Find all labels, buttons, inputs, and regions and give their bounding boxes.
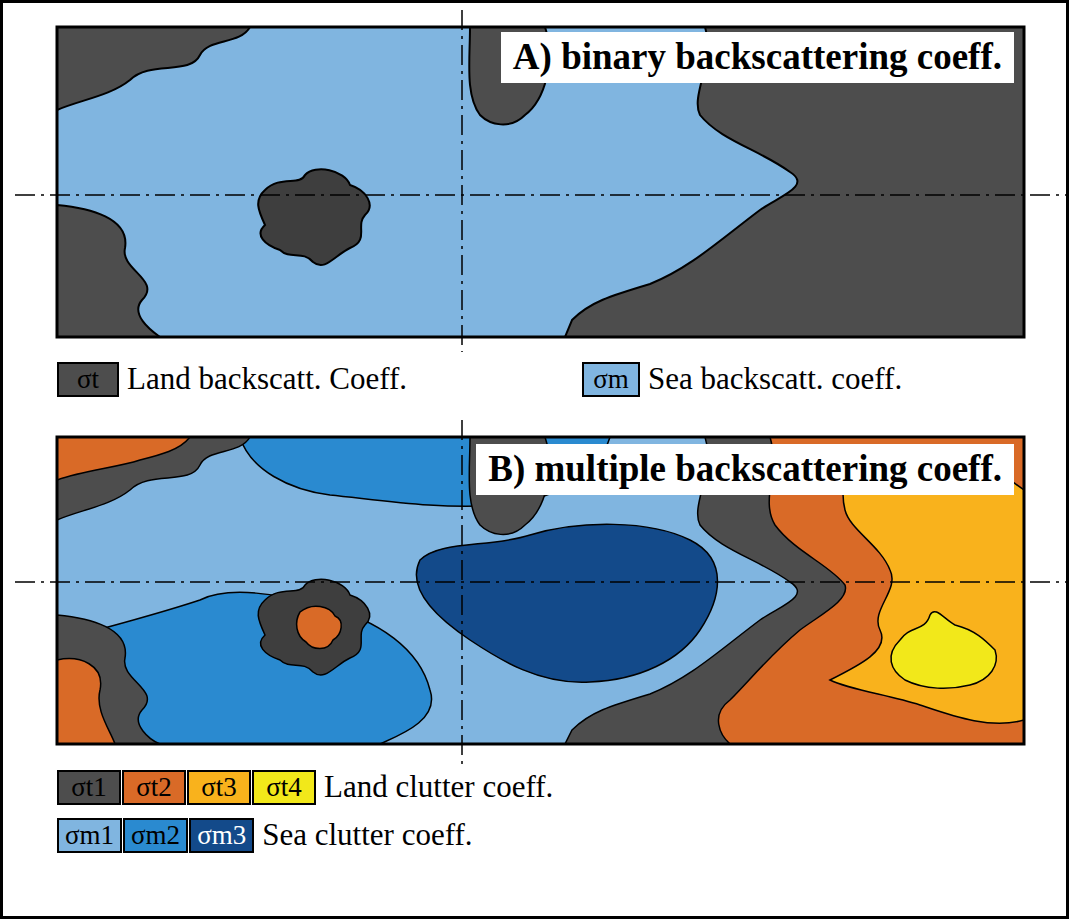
panel-title: A) binary backscattering coeff. xyxy=(513,36,1002,77)
legend-symbol: σm2 xyxy=(131,820,180,850)
axis-lines xyxy=(15,10,1069,770)
legend-swatch: σt4 xyxy=(252,770,316,805)
legend-swatch: σm1 xyxy=(57,818,122,853)
panel-title-box: B) multiple backscattering coeff. xyxy=(476,444,1014,495)
legend-label: Land backscatt. Coeff. xyxy=(127,362,407,396)
legend-label: Sea backscatt. coeff. xyxy=(648,362,902,396)
legend-symbol: σt1 xyxy=(71,772,107,802)
legend-symbol: σm3 xyxy=(197,820,246,850)
panel-title-box: A) binary backscattering coeff. xyxy=(501,32,1014,83)
legend-swatch: σt3 xyxy=(187,770,251,805)
legend-swatch: σt2 xyxy=(122,770,186,805)
legend-swatch: σt xyxy=(57,362,119,397)
legend-swatch: σt1 xyxy=(57,770,121,805)
multiple-map xyxy=(57,437,1024,744)
legend-symbol: σt xyxy=(77,364,99,394)
legend-label: Sea clutter coeff. xyxy=(262,818,472,852)
legend-swatch: σm xyxy=(582,362,640,397)
legend-symbol: σt4 xyxy=(266,772,302,802)
legend-symbol: σt2 xyxy=(136,772,172,802)
legend-symbol: σm1 xyxy=(65,820,114,850)
legend-swatch: σm3 xyxy=(189,818,254,853)
binary-map xyxy=(57,27,1024,337)
legend-symbol: σm xyxy=(593,364,629,394)
panel-title: B) multiple backscattering coeff. xyxy=(488,448,1002,489)
legend-swatch: σm2 xyxy=(123,818,188,853)
legend-label: Land clutter coeff. xyxy=(324,770,553,804)
legend-symbol: σt3 xyxy=(201,772,237,802)
